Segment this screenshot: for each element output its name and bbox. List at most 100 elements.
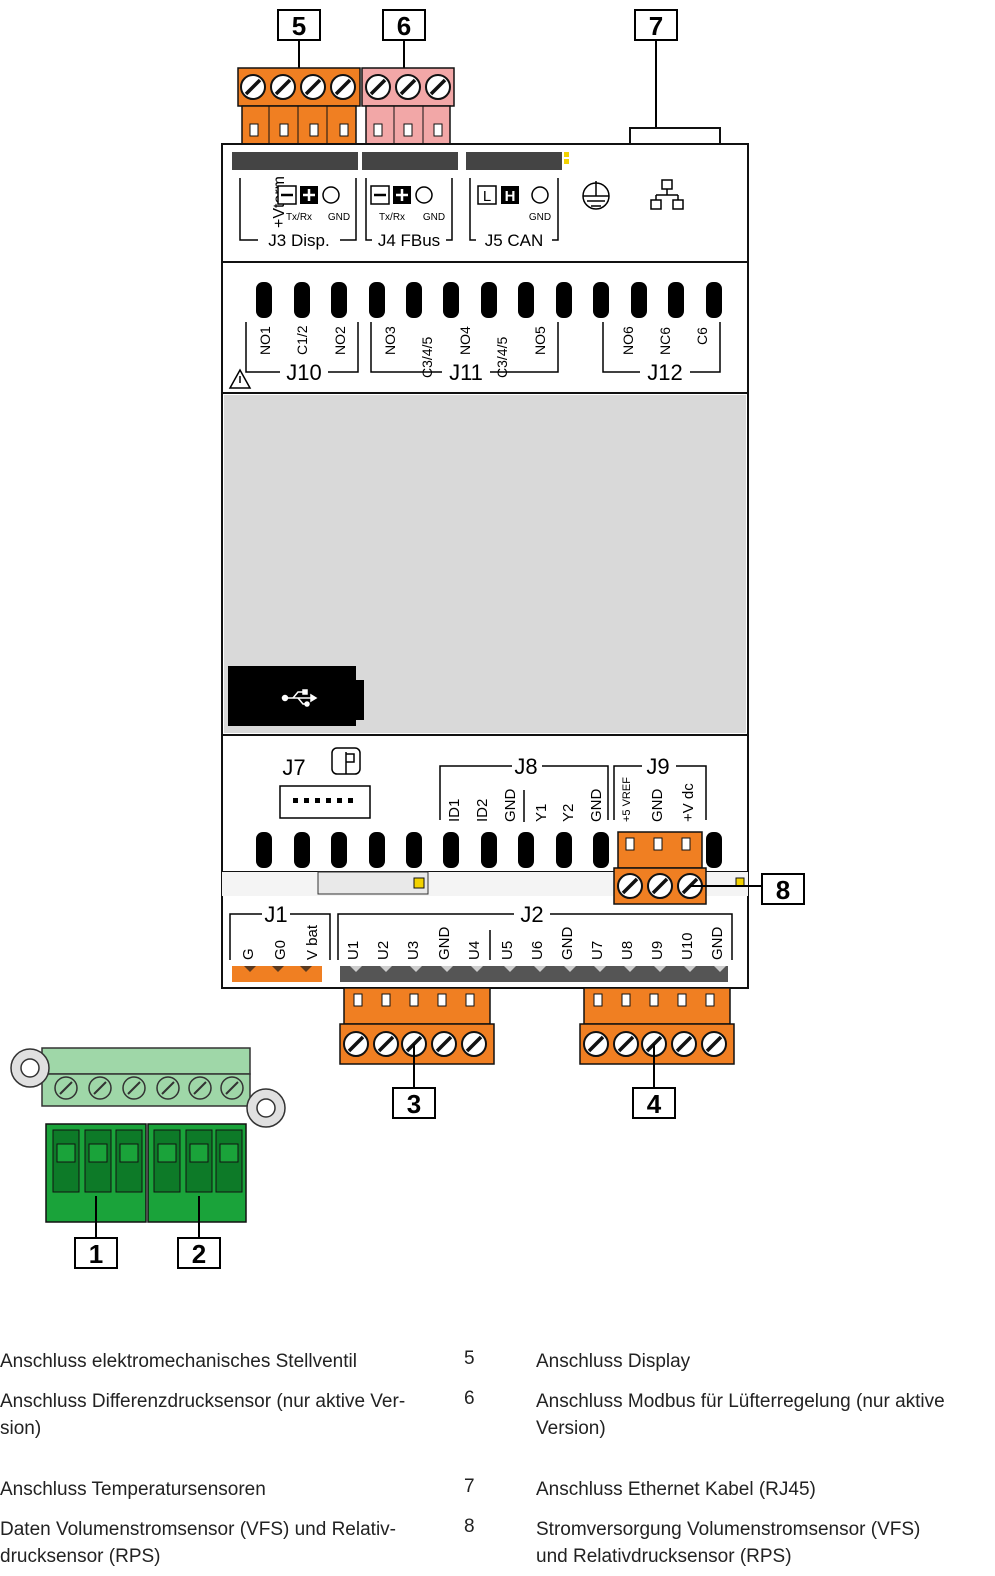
svg-text:GND: GND (529, 212, 551, 223)
svg-text:Y1: Y1 (533, 804, 550, 822)
relay-terminals (256, 282, 722, 318)
callout-4: 4 (632, 1044, 676, 1119)
svg-text:U4: U4 (466, 941, 483, 960)
top-headers (232, 152, 569, 170)
legend-item-1: Anschluss elektromechanisches Stellventi… (0, 1348, 995, 1388)
connector-j9: J9 +5 VREF GND +V dc (613, 754, 707, 823)
callout-7: 7 (634, 9, 678, 128)
svg-text:L: L (483, 188, 491, 205)
svg-text:U7: U7 (589, 941, 606, 960)
callout-1: 1 (74, 1196, 118, 1269)
svg-text:NO5: NO5 (532, 326, 548, 355)
button-icon (331, 747, 361, 775)
svg-text:+5 VREF: +5 VREF (621, 777, 633, 822)
svg-text:G0: G0 (272, 940, 289, 960)
svg-text:Tx/Rx: Tx/Rx (379, 212, 405, 223)
connector-j7: J7 (279, 747, 371, 819)
svg-text:J7: J7 (282, 755, 305, 780)
svg-text:U8: U8 (619, 941, 636, 960)
mounting-screw-left (10, 1048, 50, 1088)
svg-text:J5 CAN: J5 CAN (485, 231, 544, 250)
svg-text:J8: J8 (514, 754, 537, 779)
svg-text:NO1: NO1 (257, 326, 273, 355)
green-connector-block (10, 1047, 286, 1223)
bottom-terminals (256, 832, 722, 868)
svg-text:J2: J2 (520, 902, 543, 927)
svg-text:U9: U9 (649, 941, 666, 960)
svg-text:+V dc: +V dc (680, 783, 697, 822)
connector-j8: J8 ID1 ID2 GND Y1 Y2 GND (439, 754, 609, 823)
svg-text:Tx/Rx: Tx/Rx (286, 212, 312, 223)
svg-text:GND: GND (649, 789, 666, 823)
svg-text:U6: U6 (529, 941, 546, 960)
svg-text:J3 Disp.: J3 Disp. (268, 231, 329, 250)
plug-vfs-data (579, 987, 735, 1065)
relay-group-j10: NO1 C1/2 NO2 J10 (228, 322, 359, 389)
svg-text:G: G (240, 948, 257, 960)
plug-temperature (339, 987, 495, 1065)
legend-text: Daten Volumenstromsensor (VFS) und Relat… (0, 1519, 396, 1567)
usb-port (228, 666, 364, 726)
svg-text:J11: J11 (449, 360, 483, 385)
svg-text:J1: J1 (264, 902, 287, 927)
legend-item-7: 7 Anschluss Ethernet Kabel (RJ45) (464, 1476, 995, 1516)
svg-text:Y2: Y2 (560, 804, 577, 822)
svg-text:6: 6 (397, 11, 411, 41)
legend-text: Anschluss elektromechanisches Stellventi… (0, 1351, 357, 1372)
connector-j2: J2 U1 U2 U3 GND U4 U5 U6 GND U7 U8 U9 U1… (337, 902, 733, 982)
svg-text:C1/2: C1/2 (294, 325, 310, 355)
svg-text:NO2: NO2 (332, 326, 348, 355)
connector-j4: Tx/Rx GND J4 FBus (365, 178, 453, 250)
legend-text: Stromversorgung Volumenstromsensor (VFS)… (536, 1519, 921, 1567)
svg-text:U5: U5 (499, 941, 516, 960)
controller-diagram: 5 6 7 (10, 9, 805, 1269)
svg-text:4: 4 (647, 1089, 662, 1119)
legend-item-4: Daten Volumenstromsensor (VFS) und Relat… (0, 1516, 995, 1576)
ground-icon (582, 181, 610, 210)
connector-j3: +Vterm Tx/Rx GND J3 Disp. (239, 176, 357, 250)
callout-8: 8 (761, 873, 805, 905)
legend-text: Anschluss Temperatursensoren (0, 1479, 266, 1500)
legend-text: Anschluss Differenzdrucksensor (nur akti… (0, 1391, 406, 1439)
callout-2: 2 (177, 1196, 221, 1269)
legend-item-2: Anschluss Differenzdrucksensor (nur akti… (0, 1388, 995, 1468)
legend-number: 8 (464, 1516, 475, 1537)
svg-text:GND: GND (588, 789, 605, 823)
legend-number: 6 (464, 1388, 475, 1409)
usb-icon (281, 689, 318, 707)
svg-text:NC6: NC6 (657, 327, 673, 355)
svg-text:U3: U3 (405, 941, 422, 960)
svg-text:5: 5 (292, 11, 306, 41)
connector-j5: L H GND J5 CAN (469, 178, 559, 250)
svg-text:GND: GND (709, 927, 726, 961)
callout-5: 5 (277, 9, 321, 80)
relay-group-j11: NO3 C3/4/5 NO4 C3/4/5 NO5 J11 (370, 322, 559, 385)
plug-power-vfs (613, 831, 762, 905)
svg-text:NO6: NO6 (620, 326, 636, 355)
svg-text:U10: U10 (679, 932, 696, 960)
svg-text:NO3: NO3 (382, 326, 398, 355)
svg-text:J4 FBus: J4 FBus (378, 231, 440, 250)
svg-text:ID2: ID2 (474, 799, 491, 822)
svg-text:H: H (505, 188, 516, 205)
legend-item-8: 8 Stromversorgung Volumenstromsensor (VF… (464, 1516, 995, 1576)
relay-group-j12: NO6 NC6 C6 J12 (602, 322, 721, 385)
legend-number: 7 (464, 1476, 475, 1497)
warning-icon (228, 368, 252, 389)
svg-text:C3/4/5: C3/4/5 (494, 337, 510, 378)
svg-text:V bat: V bat (304, 924, 321, 960)
plug-fbus (361, 67, 455, 145)
svg-text:U1: U1 (345, 941, 362, 960)
legend-number: 5 (464, 1348, 475, 1369)
plug-display (237, 67, 361, 145)
mounting-screw-right (246, 1088, 286, 1128)
svg-text:J10: J10 (286, 360, 321, 385)
svg-text:GND: GND (502, 789, 519, 823)
svg-text:GND: GND (423, 212, 445, 223)
svg-text:GND: GND (559, 927, 576, 961)
network-icon (650, 179, 684, 210)
legend-item-6: 6 Anschluss Modbus für Lüfterregelung (n… (464, 1388, 995, 1468)
svg-text:U2: U2 (375, 941, 392, 960)
svg-text:3: 3 (407, 1089, 421, 1119)
legend-item-3: Anschluss Temperatursensoren (0, 1476, 995, 1516)
